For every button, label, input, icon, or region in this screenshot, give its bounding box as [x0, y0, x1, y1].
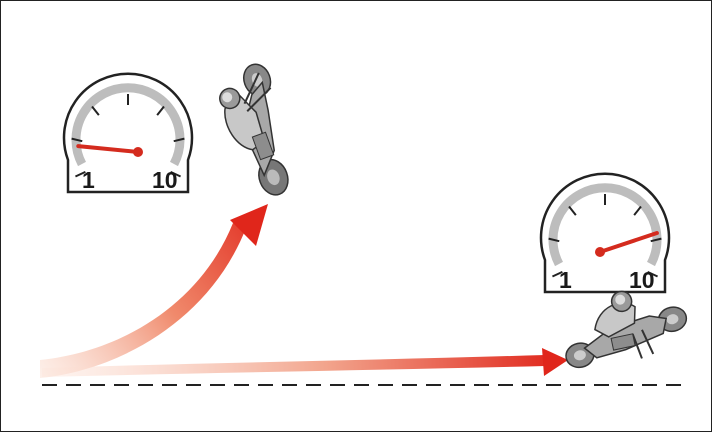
gauge-min-label: 1: [82, 167, 95, 193]
gauge-hub: [595, 247, 605, 257]
gauge-hub: [133, 147, 143, 157]
crashed-motorcycle-icon: [555, 279, 693, 374]
wheelie-motorcycle-icon: [211, 60, 309, 202]
gauge-max-label: 10: [152, 167, 178, 193]
gauge-min-label: 1: [559, 267, 572, 293]
curved-arrow-icon: [40, 204, 268, 378]
gauge-max-label: 10: [629, 267, 655, 293]
speed-gauge-icon: 1 10: [541, 174, 669, 293]
speed-gauge-icon: 1 10: [64, 74, 192, 193]
